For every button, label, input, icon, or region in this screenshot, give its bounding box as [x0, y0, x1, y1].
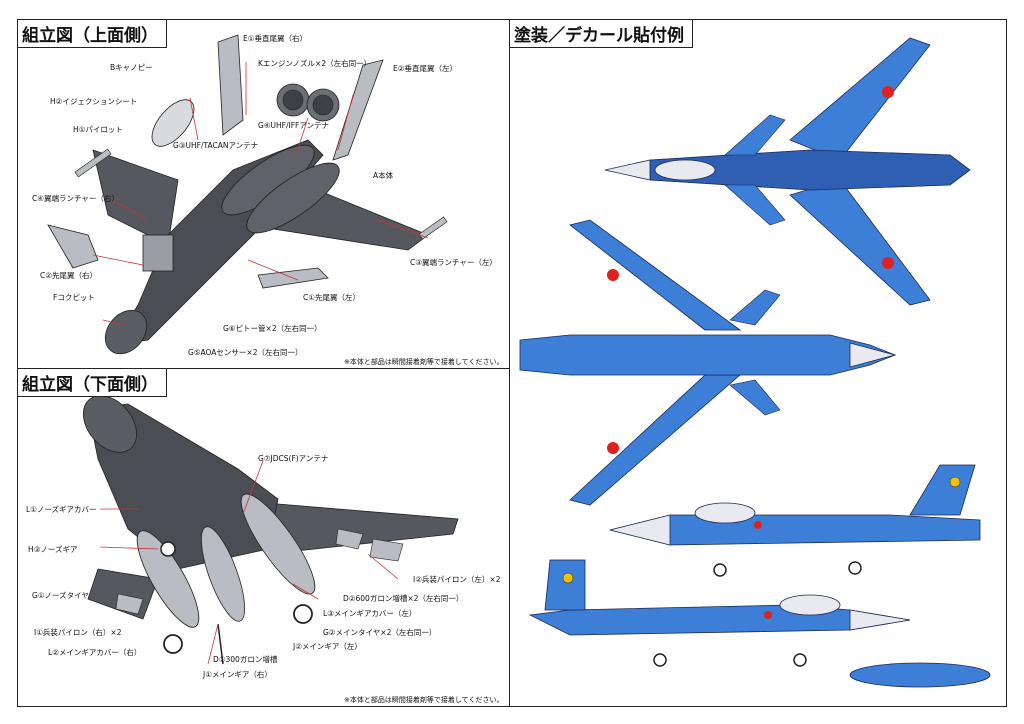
bottom-nose: [83, 395, 137, 453]
top-launcher-right: [74, 148, 112, 178]
label-i2: I②兵装パイロン（左）×2: [413, 575, 501, 584]
label-g7: G⑦JDCS(F)アンテナ: [258, 454, 329, 463]
label-h1: H①パイロット: [73, 125, 123, 134]
label-l3: L③メインギアカバー（左）: [323, 609, 417, 618]
bottom-main-wheel-right: [163, 634, 183, 654]
label-d1: D①300ガロン増槽: [213, 655, 278, 664]
label-j1: J①メインギア（右）: [203, 670, 272, 679]
label-g1: G①ノーズタイヤ: [32, 591, 89, 600]
bottom-view-panel: 組立図（下面側） G⑦JDCS(F)アンテナ L①ノーズギアカバー H③ノーズギ…: [17, 368, 510, 707]
paint-drop-tank: [849, 662, 991, 688]
label-l2: L②メインギアカバー（右）: [48, 648, 142, 657]
label-i1: I①兵装パイロン（右）×2: [34, 628, 122, 637]
top-vertical-tail-right: [217, 34, 244, 136]
label-b: Bキャノピー: [110, 63, 153, 72]
bottom-wing-left: [87, 568, 159, 620]
label-l1: L①ノーズギアカバー: [26, 505, 97, 514]
paint-top-view: [604, 37, 971, 306]
label-d2: D②600ガロン増槽×2（左右同一）: [343, 594, 464, 603]
top-nose: [104, 309, 148, 355]
bottom-main-gear-strut: [217, 623, 224, 665]
paint-panel: 塗装／デカール貼付例: [509, 19, 1007, 707]
label-e2: E②垂直尾翼（左）: [393, 64, 457, 73]
bottom-pylon-2: [369, 538, 404, 562]
paint-title: 塗装／デカール貼付例: [510, 20, 693, 48]
bottom-tank-300: [201, 526, 245, 622]
paint-side-view-left: [528, 559, 911, 667]
top-vertical-tail-left: [332, 59, 384, 161]
top-view-illustration: [47, 34, 448, 355]
label-g5: G⑤AOAセンサー×2（左右同一）: [188, 348, 303, 357]
top-nozzle-1-inner: [282, 89, 304, 111]
paint-illustration: [519, 37, 991, 688]
label-j2: J②メインギア（左）: [293, 642, 362, 651]
bottom-nose-wheel: [160, 541, 176, 557]
label-c1: C①先尾翼（左）: [303, 293, 360, 302]
top-nozzle-2-inner: [312, 94, 334, 116]
bottom-view-title: 組立図（下面側）: [18, 369, 167, 397]
top-cockpit-part: [142, 234, 174, 272]
top-view-panel: 組立図（上面側） E①垂直尾翼（右） Bキャノピー Kエンジンノズル×2（左右同…: [17, 19, 510, 369]
bottom-view-note: ※本体と部品は瞬間接着剤等で接着してください。: [344, 696, 504, 704]
bottom-main-wheel-left: [293, 604, 313, 624]
top-launcher-left: [418, 216, 448, 240]
label-f: Fコクピット: [53, 293, 95, 302]
label-c2: C②先尾翼（右）: [40, 271, 97, 280]
label-h2: H②イジェクションシート: [50, 97, 138, 106]
top-engine-hump-2: [246, 162, 340, 234]
label-a: A本体: [373, 171, 394, 180]
top-view-note: ※本体と部品は瞬間接着剤等で接着してください。: [344, 358, 504, 366]
label-g6: G⑥ピトー管×2（左右同一）: [223, 324, 322, 333]
bottom-view-illustration: [83, 395, 459, 665]
paint-side-view-right: [609, 464, 981, 577]
top-main-wing-right: [92, 149, 179, 246]
label-g2: G②メインタイヤ×2（左右同一）: [323, 628, 437, 637]
label-h3: H③ノーズギア: [28, 545, 78, 554]
label-g3: G③UHF/TACANアンテナ: [173, 141, 259, 150]
paint-bottom-view: [519, 219, 897, 506]
bottom-tank-600-2: [136, 530, 200, 628]
bottom-pylon-1: [335, 528, 364, 550]
bottom-pylon-3: [115, 593, 144, 615]
label-c3: C③翼端ランチャー（左）: [410, 258, 497, 267]
top-canard-right: [47, 224, 99, 269]
label-k: Kエンジンノズル×2（左右同一）: [258, 59, 372, 68]
top-view-title: 組立図（上面側）: [18, 20, 167, 48]
label-e1: E①垂直尾翼（右）: [243, 34, 307, 43]
label-g4: G④UHF/IFFアンテナ: [258, 121, 330, 130]
label-c4: C④翼端ランチャー（右）: [32, 194, 119, 203]
bottom-tank-600-1: [240, 493, 316, 595]
